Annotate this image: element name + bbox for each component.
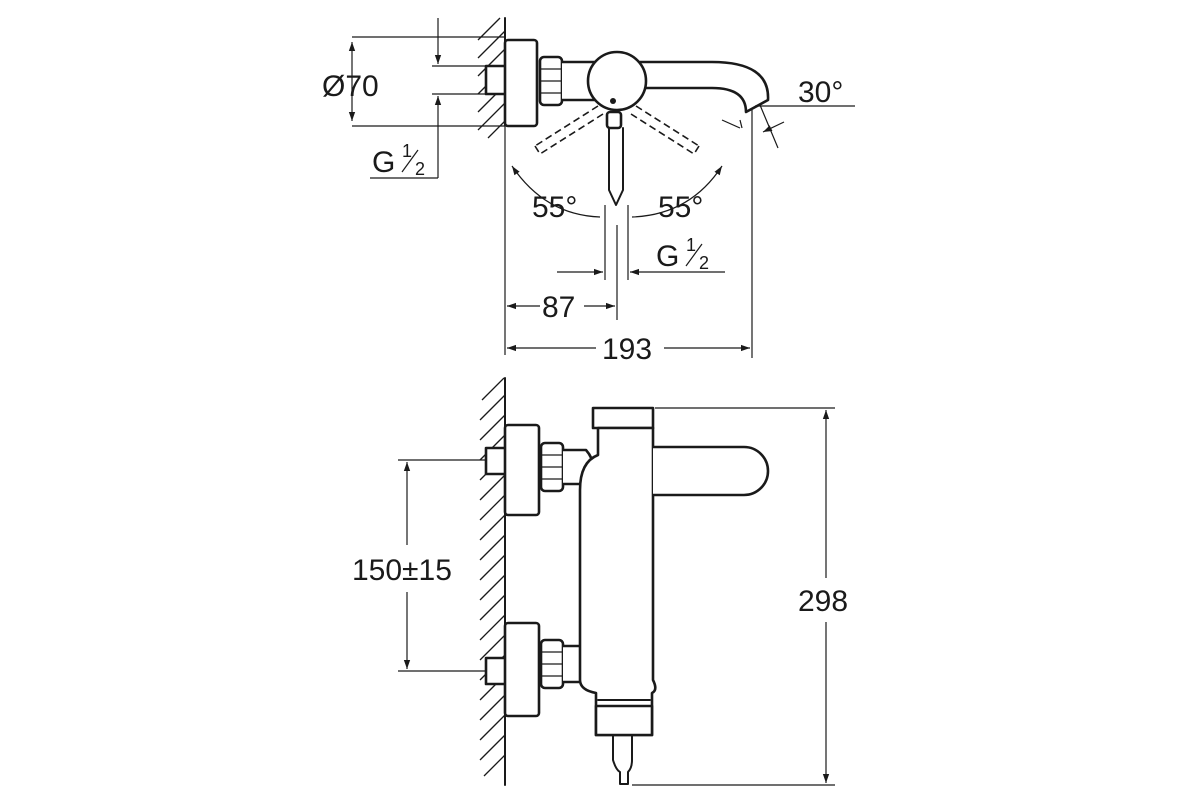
wall-connection-lower [484,656,508,686]
mixer-body-top [586,50,648,112]
spout-top [638,60,770,114]
escutcheon-lower [503,621,541,718]
wall-connection-upper [484,446,508,476]
lever-rotation-left [534,105,604,155]
top-view: Ø70 G 1 2 30° 55° [322,17,855,366]
thread-left-denominator: 2 [415,159,425,179]
wall-connection-top [484,64,508,96]
wall-front [479,377,506,786]
upper-connection [484,423,595,517]
hex-nut-top [538,55,564,107]
dimension-angle-left: 55° [511,165,601,224]
hex-nut-lower [539,638,565,690]
escutcheon-top [503,38,539,128]
dimension-diameter-label: Ø70 [322,70,379,103]
dimension-centers: 150±15 [352,459,486,672]
escutcheon-upper [503,423,541,517]
lower-connection [484,621,595,718]
dimension-angle-spout: 30° [721,76,855,149]
dimension-projection-label: 193 [602,333,652,366]
dimension-height-label: 298 [798,585,848,618]
thread-bottom-base: G [656,240,679,273]
spout-front [653,445,770,497]
front-view: 150±15 298 [352,377,848,786]
lever-front [612,734,633,785]
mixer-body-front [578,406,657,737]
dimension-thread-left: G 1 2 [370,18,486,179]
dimension-centers-label: 150±15 [352,554,452,587]
angle-spout-label: 30° [798,76,843,109]
thread-left-numerator: 1 [402,141,412,161]
thread-left-base: G [372,146,395,179]
hex-nut-upper [539,441,565,493]
angle-right-label: 55° [658,191,703,224]
thread-bottom-numerator: 1 [686,235,696,255]
pivot-dot [610,98,616,104]
dimension-diameter: Ø70 [322,36,505,127]
dimension-thread-bottom: G 1 2 [557,205,725,280]
cartridge-cap [591,406,655,430]
outlet-aerator [594,704,654,737]
dimension-offset: 87 [504,125,618,355]
lever-top [605,110,624,206]
angle-left-label: 55° [532,191,577,224]
dimension-angle-right: 55° [631,165,723,224]
mixer-body [578,426,657,737]
dimension-height: 298 [632,407,848,786]
dimension-offset-label: 87 [542,291,575,324]
lever-rotation-right [630,105,700,155]
thread-bottom-denominator: 2 [699,253,709,273]
dimension-projection: 193 [507,110,753,366]
